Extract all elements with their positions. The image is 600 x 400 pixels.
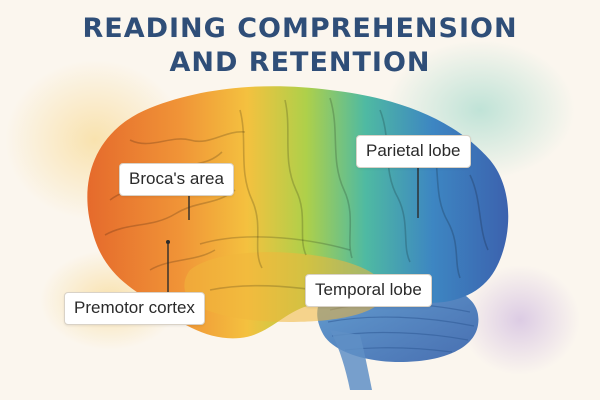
purple-splash: [460, 265, 580, 375]
brain-stem-shape: [330, 330, 372, 390]
premotor-leader-dot: [166, 240, 170, 244]
label-temporal-lobe: Temporal lobe: [305, 274, 432, 307]
label-brocas-area: Broca's area: [119, 163, 234, 196]
label-premotor-cortex: Premotor cortex: [64, 292, 205, 325]
label-leader-lines: [167, 168, 419, 292]
label-parietal-lobe: Parietal lobe: [356, 135, 471, 168]
page-title-line-2: AND RETENTION: [169, 47, 431, 78]
page-title-line-1: READING COMPREHENSION: [82, 13, 518, 44]
